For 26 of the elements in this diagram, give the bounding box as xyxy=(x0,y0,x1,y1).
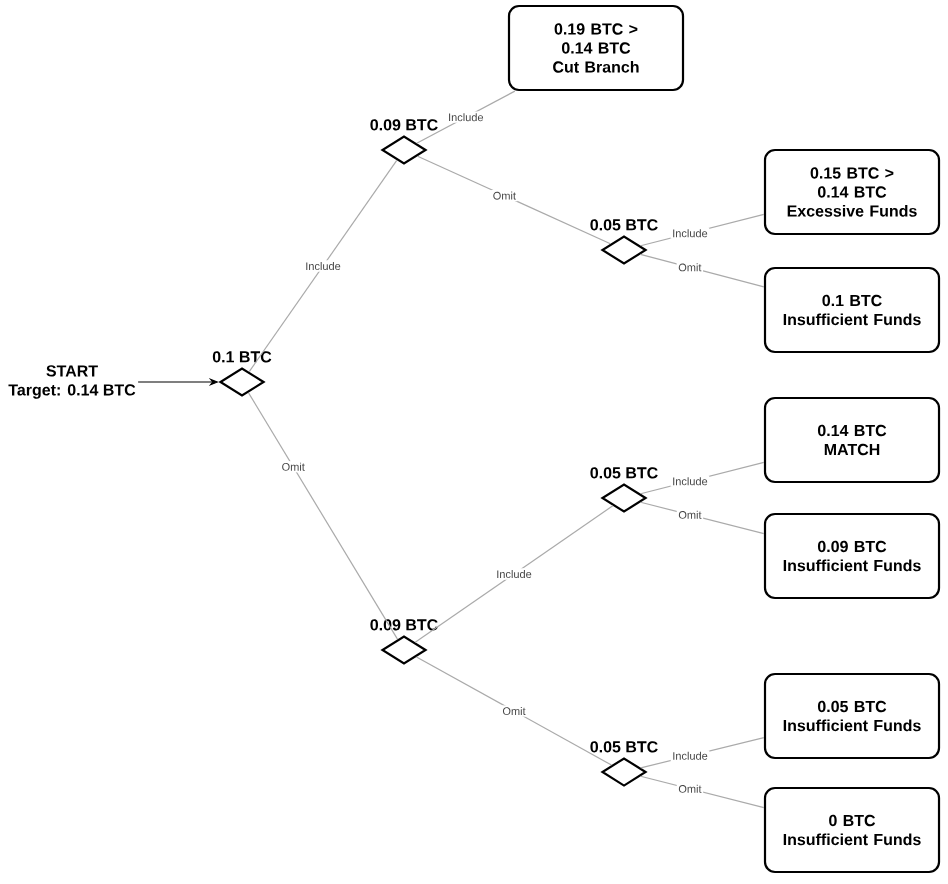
connector-line xyxy=(640,213,765,247)
amount-label: 0.09 BTC xyxy=(370,119,438,131)
connector-line xyxy=(640,461,765,495)
connector-line xyxy=(247,392,399,640)
connector-line xyxy=(640,501,765,535)
amount-label: 0.1 BTC xyxy=(212,351,272,363)
result-box: 0.19 BTC > 0.14 BTC Cut Branch xyxy=(507,4,685,92)
result-box: 0.15 BTC > 0.14 BTC Excessive Funds xyxy=(763,148,941,236)
amount-label: 0.09 BTC xyxy=(370,619,438,631)
connector-line xyxy=(417,155,611,245)
connector-line xyxy=(640,737,765,769)
connector-line xyxy=(416,90,516,144)
result-box: 0.14 BTC MATCH xyxy=(763,396,941,484)
connector-line xyxy=(414,505,614,643)
connector-line xyxy=(415,656,613,766)
amount-label: 0.05 BTC xyxy=(590,741,658,753)
result-box: 0 BTC Insufficient Funds xyxy=(763,786,941,874)
amount-label: 0.05 BTC xyxy=(590,219,658,231)
amount-label: 0.05 BTC xyxy=(590,467,658,479)
result-box: 0.1 BTC Insufficient Funds xyxy=(763,266,941,354)
result-box: 0.09 BTC Insufficient Funds xyxy=(763,512,941,600)
connector-line xyxy=(248,159,398,373)
connector-line xyxy=(640,775,765,809)
start-label: START Target: 0.14 BTC xyxy=(8,365,136,399)
result-box: 0.05 BTC Insufficient Funds xyxy=(763,672,941,760)
connector-line xyxy=(639,253,765,288)
